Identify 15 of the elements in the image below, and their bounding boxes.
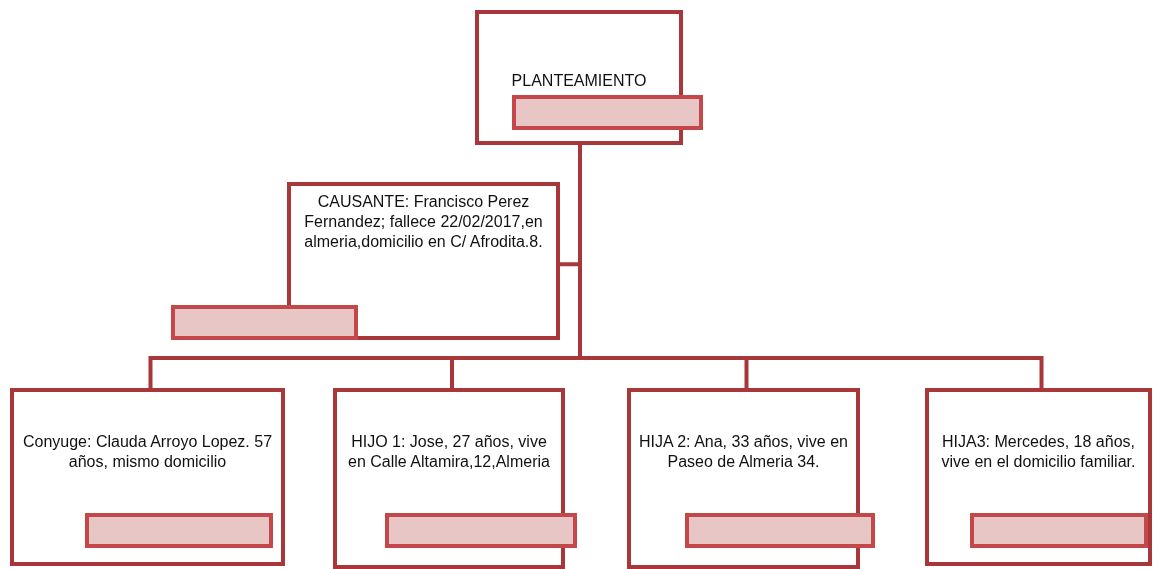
org-chart-box [10,388,285,566]
placeholder-bar [171,305,358,340]
org-chart-box [287,182,560,340]
org-chart-box [925,388,1152,566]
placeholder-bar [385,513,577,548]
placeholder-bar [512,95,703,130]
placeholder-bar [685,513,875,548]
box-text: Conyuge: Clauda Arroyo Lopez. 57 años, mismo domicilio [21,432,274,472]
box-text: HIJA3: Mercedes, 18 años, vive en el domicilio familiar. [940,432,1137,472]
box-text: CAUSANTE: Francisco Perez Fernandez; fallece 22/02/2017,en almeria,domicilio en C/ Afrodita.8. [303,192,544,252]
placeholder-bar [85,513,273,548]
box-text: HIJO 1: Jose, 27 años, vive en Calle Altamira,12,Almeria [347,432,551,472]
placeholder-bar [970,513,1148,548]
box-text: HIJA 2: Ana, 33 años, vive en Paseo de Almeria 34. [638,432,849,472]
box-text: PLANTEAMIENTO [511,70,647,91]
